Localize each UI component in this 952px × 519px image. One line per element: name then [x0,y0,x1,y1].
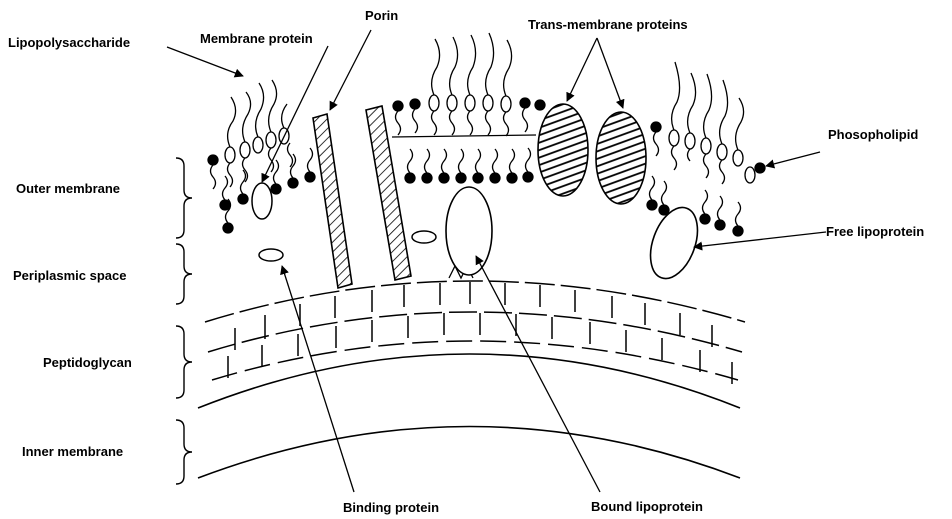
label-outer-membrane: Outer membrane [16,181,120,197]
inner-membrane [198,354,740,478]
peptidoglycan-layer [205,281,745,384]
label-binding-protein: Binding protein [343,500,439,516]
label-inner-membrane: Inner membrane [22,444,123,460]
free-lipoprotein [642,201,707,285]
region-braces [176,158,192,484]
binding-protein-2 [412,231,436,243]
label-peptidoglycan: Peptidoglycan [43,355,132,371]
label-bound-lipoprotein: Bound lipoprotein [591,499,703,515]
label-porin: Porin [365,8,398,24]
label-membrane-protein: Membrane protein [200,31,313,47]
binding-protein-1 [259,249,283,261]
label-periplasmic-space: Periplasmic space [13,268,126,284]
label-lipopolysaccharide: Lipopolysaccharide [8,35,130,51]
trans-membrane-protein-2 [596,112,646,204]
trans-membrane-protein-1 [538,104,588,196]
bound-lipoprotein [446,187,492,278]
outer-membrane-right [647,62,765,236]
porin-left [313,114,352,288]
membrane-protein [252,183,272,219]
porin-right [366,106,411,280]
outer-membrane-middle [392,33,545,183]
label-trans-membrane-proteins: Trans-membrane proteins [528,17,688,33]
label-phospholipid: Phosopholipid [828,127,918,143]
label-free-lipoprotein: Free lipoprotein [826,224,924,240]
